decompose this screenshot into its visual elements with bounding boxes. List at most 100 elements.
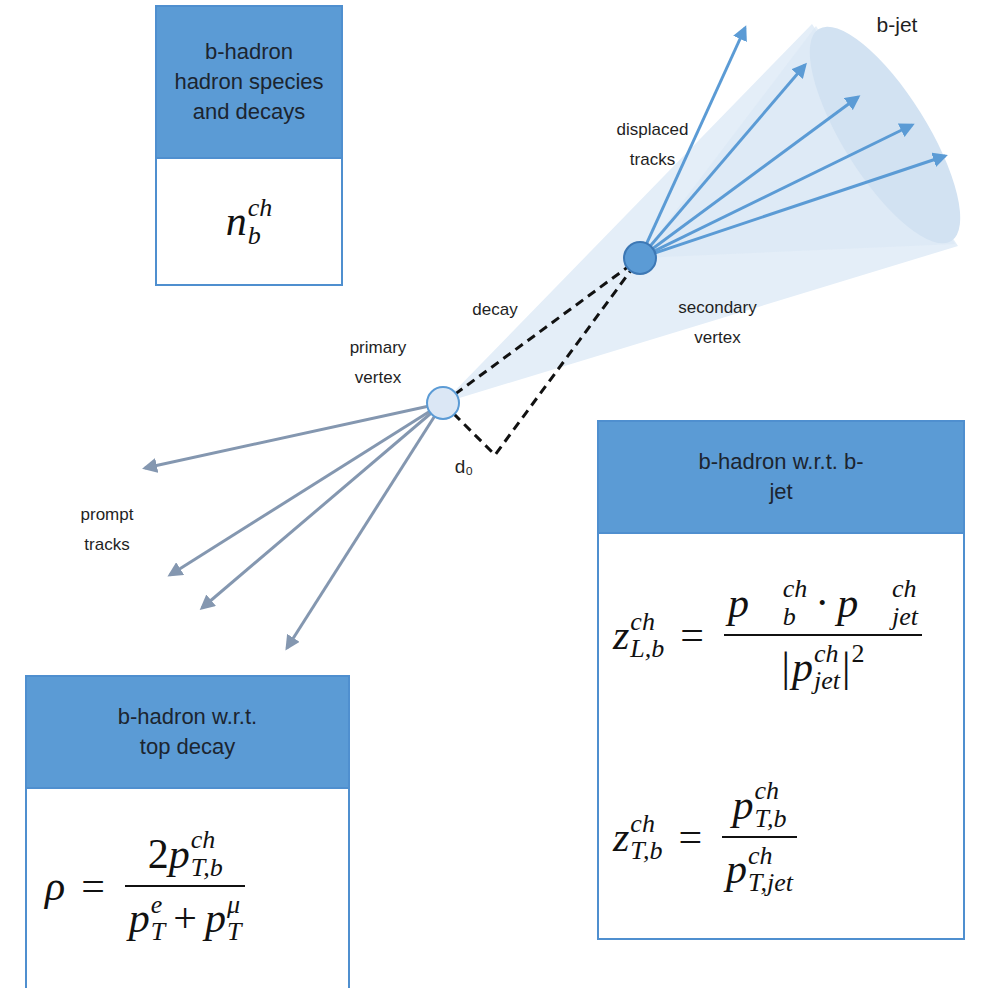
track-arrow [287, 403, 443, 648]
formula: zchL,b=p⃗chb·p⃗chjet|pchjet|2 [613, 575, 926, 694]
formula-group: ρ [45, 863, 65, 909]
formula-symbol: p [169, 831, 190, 877]
fraction-bar [724, 634, 922, 636]
formula-symbol: p [129, 895, 150, 941]
superscript: ch [814, 640, 840, 667]
superscript: ch [191, 826, 223, 853]
subscript: T,jet [748, 869, 793, 896]
formula-symbol: z [613, 814, 629, 860]
superscript: ch [755, 777, 787, 804]
formula-symbol: p [733, 782, 754, 828]
box-body: zchL,b=p⃗chb·p⃗chjet|pchjet|2zchT,b=pchT… [599, 534, 963, 938]
script-stack: chb [248, 194, 273, 249]
diagram-label: secondary vertex [665, 293, 770, 353]
script-spacer [851, 667, 864, 694]
diagram-label: decay [465, 295, 525, 325]
header-text: b-hadron w.r.t. top decay [103, 702, 273, 762]
formula-symbol: = [81, 863, 105, 909]
formula-symbol: p [792, 644, 813, 690]
diagram-label: prompt tracks [62, 500, 152, 560]
formula-group: pchjet [792, 640, 840, 695]
formula-group: nchb [226, 194, 273, 249]
script-stack: eT [151, 891, 165, 946]
superscript: ch [248, 194, 273, 221]
superscript: μ [227, 891, 241, 918]
formula-symbol: ρ [45, 863, 65, 909]
subscript: L,b [630, 635, 664, 662]
formula-symbol: | [842, 644, 850, 690]
formula-group: pchT,b [733, 777, 787, 832]
track-arrow [145, 403, 443, 468]
primary-vertex [427, 387, 459, 419]
formula-group: pchT,jet [726, 842, 793, 897]
script-stack: 2 [851, 640, 864, 695]
formula-group: pchT,b [169, 826, 223, 881]
formula-group: = [678, 814, 702, 860]
formula-symbol: 2 [148, 831, 169, 877]
formula: nchb [226, 194, 273, 249]
superscript: ch [783, 575, 808, 602]
info-box: b-hadron hadron species and decays nchb [155, 5, 343, 286]
script-stack: chb [783, 575, 808, 630]
subscript: b [248, 222, 273, 249]
formula-symbol: · [815, 580, 829, 626]
box-header: b-hadron w.r.t. top decay [27, 677, 348, 789]
formula-symbol: p [205, 895, 226, 941]
formula-symbol: | [782, 644, 790, 690]
subscript: T [151, 918, 165, 945]
denominator: |pchjet|2 [776, 640, 871, 695]
header-text: b-hadron hadron species and decays [172, 37, 326, 127]
formula-symbol: = [680, 612, 704, 658]
fraction-bar [722, 836, 797, 838]
track-arrow [170, 403, 443, 575]
subscript: jet [892, 603, 918, 630]
numerator: 2pchT,b [144, 826, 227, 881]
subscript: T,b [630, 837, 662, 864]
track-arrow [202, 403, 443, 608]
formula-symbol: + [173, 895, 197, 941]
formula-group: | [782, 644, 790, 690]
superscript: 2 [851, 640, 864, 667]
script-stack: chT,b [630, 810, 662, 865]
subscript: T,b [755, 805, 787, 832]
formula-group: zchT,b [613, 810, 662, 865]
prompt-tracks [145, 403, 443, 648]
superscript: e [151, 891, 165, 918]
script-stack: chT,b [191, 826, 223, 881]
script-stack: chjet [814, 640, 840, 695]
diagram-label: b-jet [862, 10, 932, 40]
info-box: b-hadron w.r.t. top decayρ=2pchT,bpeT+pμ… [25, 675, 350, 988]
superscript: ch [748, 842, 793, 869]
track-arrow [640, 28, 745, 258]
formula-symbol: n [226, 198, 247, 244]
formula-group: 2 [148, 831, 169, 877]
formula-symbol: z [613, 612, 629, 658]
diagram-label: d₀ [448, 452, 480, 482]
superscript: ch [892, 575, 918, 602]
fraction: 2pchT,bpeT+pμT [125, 826, 246, 945]
superscript: ch [630, 608, 664, 635]
subscript: T,b [191, 854, 223, 881]
formula-symbol: = [678, 814, 702, 860]
subscript: T [227, 918, 241, 945]
numerator: p⃗chb·p⃗chjet [724, 575, 922, 630]
formula-symbol: p⃗ [728, 580, 782, 626]
script-stack: chT,b [755, 777, 787, 832]
formula-group: · [815, 580, 829, 626]
formula: zchT,b=pchT,bpchT,jet [613, 777, 801, 896]
diagram-label: displaced tracks [605, 115, 700, 175]
formula-group: |2 [842, 640, 864, 695]
displaced-tracks [640, 28, 945, 258]
info-box: b-hadron w.r.t. b-jetzchL,b=p⃗chb·p⃗chje… [597, 420, 965, 940]
box-header: b-hadron w.r.t. b-jet [599, 422, 963, 534]
formula-group: + [173, 895, 197, 941]
header-text: b-hadron w.r.t. b-jet [696, 447, 866, 507]
secondary-vertex [624, 242, 656, 274]
numerator: pchT,b [729, 777, 791, 832]
formula-group: = [81, 863, 105, 909]
formula-group: peT [129, 891, 165, 946]
track-arrow [640, 156, 945, 258]
subscript: b [783, 603, 808, 630]
track-arrow [640, 125, 912, 258]
